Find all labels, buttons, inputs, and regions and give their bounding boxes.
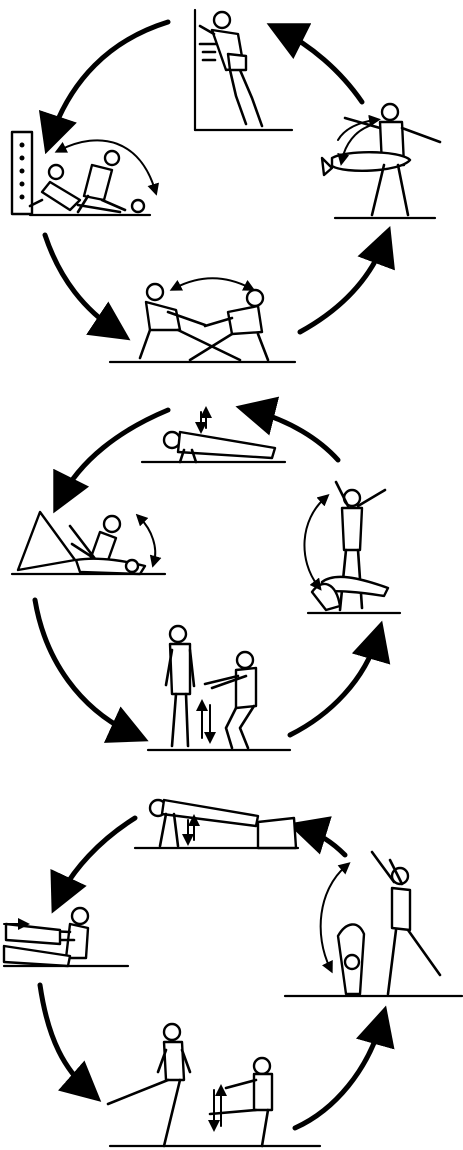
figure-push-up: [142, 412, 285, 462]
figure-bench-push-up: [135, 800, 298, 848]
circuit-2-arrow-bottom-left: [35, 600, 135, 735]
circuit-1-arrow-bottom-right: [300, 240, 385, 332]
figure-single-leg-squat: [108, 1024, 320, 1146]
circuit-3: [4, 800, 462, 1146]
figure-wall-calf-stretch: [195, 10, 292, 130]
figure-squat-arm-raise: [148, 626, 290, 750]
circuit-3-arrow-top-right: [302, 828, 345, 855]
figure-standing-arm-swing: [304, 482, 400, 613]
figure-standing-bar-twist: [322, 104, 440, 218]
circuit-2: [12, 410, 400, 750]
circuit-3-arrow-bottom-right: [295, 1020, 382, 1128]
figure-seated-band-extension: [4, 908, 128, 966]
figure-wall-bar-forward-bend: [12, 132, 155, 215]
circuit-3-arrow-bottom-left: [40, 985, 90, 1092]
circuit-1-arrow-top-right: [280, 30, 362, 102]
circuit-3-arrow-top-left: [58, 818, 135, 900]
figure-seated-leg-raise: [12, 512, 165, 574]
circuit-1: [12, 10, 440, 362]
circuit-2-arrow-top-left: [60, 410, 168, 500]
circuit-1-arrow-bottom-left: [45, 235, 118, 332]
figure-lunge-arm-raise: [285, 852, 462, 996]
circuit-2-arrow-bottom-right: [290, 635, 378, 735]
circuit-1-arrow-top-left: [50, 22, 168, 140]
figure-partner-lunge-stretch: [110, 278, 295, 362]
